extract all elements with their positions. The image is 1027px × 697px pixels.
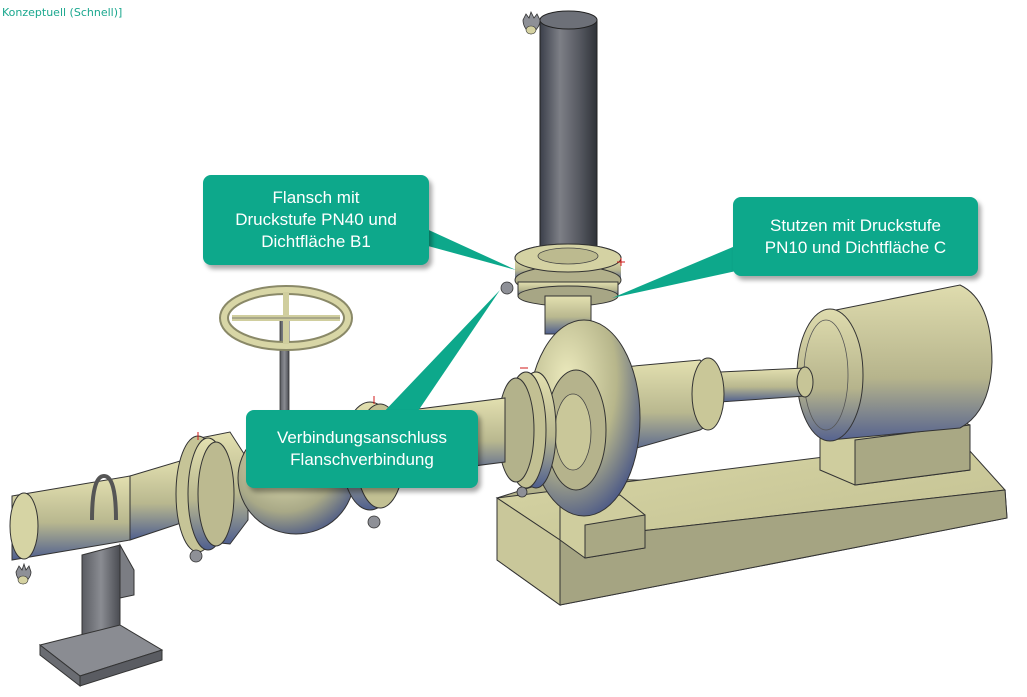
- visual-style-label[interactable]: Konzeptuell (Schnell)]: [2, 6, 123, 19]
- callout-connection-line-2: Flanschverbindung: [290, 450, 434, 469]
- pump-suction-flange: [497, 371, 557, 498]
- coupling-shaft: [719, 366, 814, 403]
- callout-nozzle-pn10-c: Stutzen mit Druckstufe PN10 und Dichtflä…: [733, 197, 978, 276]
- pipe-support-stand: [38, 473, 164, 688]
- callout-flange-line-2: Druckstufe PN40 und: [235, 210, 397, 229]
- callout-leaders: [378, 226, 750, 418]
- electric-motor: [796, 284, 993, 442]
- callout-connection-line-1: Verbindungsanschluss: [276, 428, 448, 447]
- callout-flange-pn40-b1: Flansch mit Druckstufe PN40 und Dichtflä…: [203, 175, 429, 265]
- connection-markers: [15, 10, 625, 585]
- callout-flange-line-3: Dichtfläche B1: [261, 232, 371, 251]
- vertical-discharge-pipe: [514, 10, 622, 335]
- callout-nozzle-line-1: Stutzen mit Druckstufe: [769, 215, 941, 235]
- callout-nozzle-line-2: PN10 und Dichtfläche C: [764, 237, 947, 257]
- callout-flange-line-1: Flansch mit: [272, 188, 360, 207]
- callout-flange-connection: Verbindungsanschluss Flanschverbindung: [246, 410, 478, 488]
- pump-base-plate: [495, 409, 1008, 606]
- pump-volute-casing: [527, 319, 641, 517]
